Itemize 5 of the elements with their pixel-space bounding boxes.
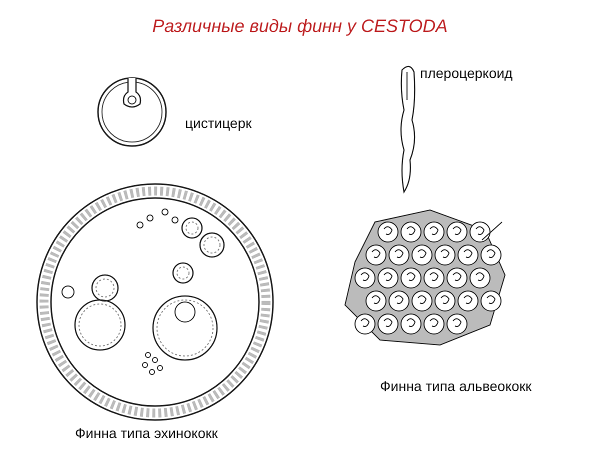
title: Различные виды финн у CESTODA [151,16,449,37]
drawing-label: Финна типа эхинококк [75,425,218,441]
drawing-label: плероцеркоид [420,65,513,81]
drawing-label: цистицерк [185,115,252,131]
drawing-label: Финна типа альвеококк [380,378,532,394]
